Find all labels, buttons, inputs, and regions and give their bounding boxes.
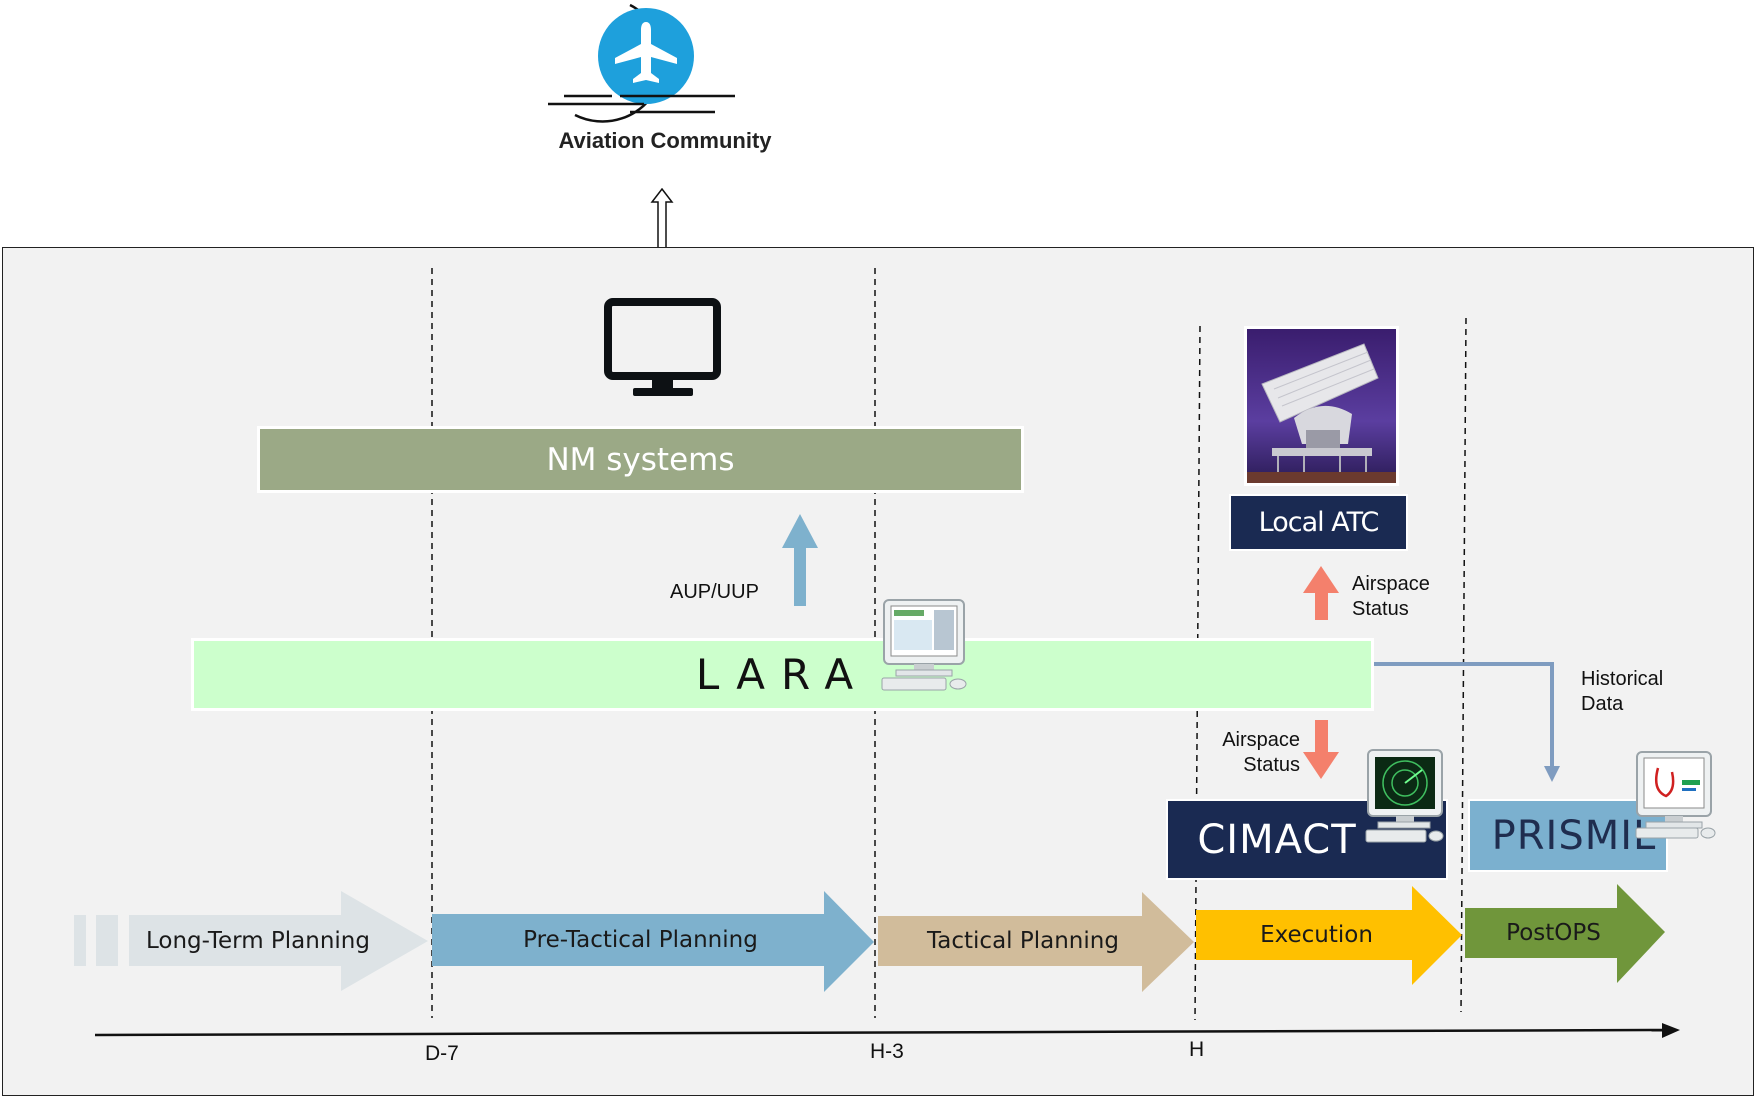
phase-execution: Execution [1260,922,1373,948]
tactical-planning-arrow [878,892,1194,992]
airspace-status-up-line2: Status [1352,598,1409,620]
airplane-icon [615,22,677,83]
lara-computer-icon [881,599,967,691]
timeline-axis [94,1028,1666,1037]
historical-data-line1: Historical [1581,668,1664,690]
airspace-status-down-arrow [1303,720,1339,779]
radar-antenna-image [1244,326,1399,486]
pre-tactical-planning-arrow [432,891,874,992]
airspace-status-up-label: Airspace Status [1352,572,1430,622]
historical-data-label: Historical Data [1581,667,1663,717]
local-atc-box: Local ATC [1229,494,1408,551]
long-term-planning-arrow [74,891,428,991]
historical-data-line2: Data [1581,693,1624,715]
airspace-status-down-label: Airspace Status [1200,728,1300,778]
prismil-computer-icon [1635,751,1716,839]
airspace-status-up-arrow [1303,566,1339,620]
tick-h3: H-3 [870,1040,904,1063]
historical-data-connector [1374,662,1554,770]
cimact-label: CIMACT [1197,816,1357,863]
prismil-label: PRISMIL [1491,812,1657,859]
phase-pre-tactical-planning: Pre-Tactical Planning [523,927,758,953]
airspace-status-up-line1: Airspace [1352,573,1430,595]
lara-box: LARA [191,638,1374,711]
airspace-status-down-line2: Status [1243,754,1300,776]
aviation-community-label: Aviation Community [558,128,772,153]
aviation-community-logo [548,3,735,123]
phase-tactical-planning: Tactical Planning [927,928,1119,954]
cimact-computer-icon [1365,749,1444,843]
execution-arrow [1196,886,1462,985]
phase-long-term-planning: Long-Term Planning [146,927,370,954]
airspace-status-down-line1: Airspace [1222,729,1300,751]
aup-uup-arrow [782,514,818,606]
aup-uup-label: AUP/UUP [670,581,759,603]
tick-d7: D-7 [425,1042,459,1065]
monitor-icon [604,298,721,396]
nm-systems-box: NM systems [257,426,1024,493]
prismil-box: PRISMIL [1468,799,1668,872]
phase-postops: PostOPS [1506,920,1601,946]
tick-h: H [1189,1038,1205,1061]
postops-arrow [1465,884,1665,983]
